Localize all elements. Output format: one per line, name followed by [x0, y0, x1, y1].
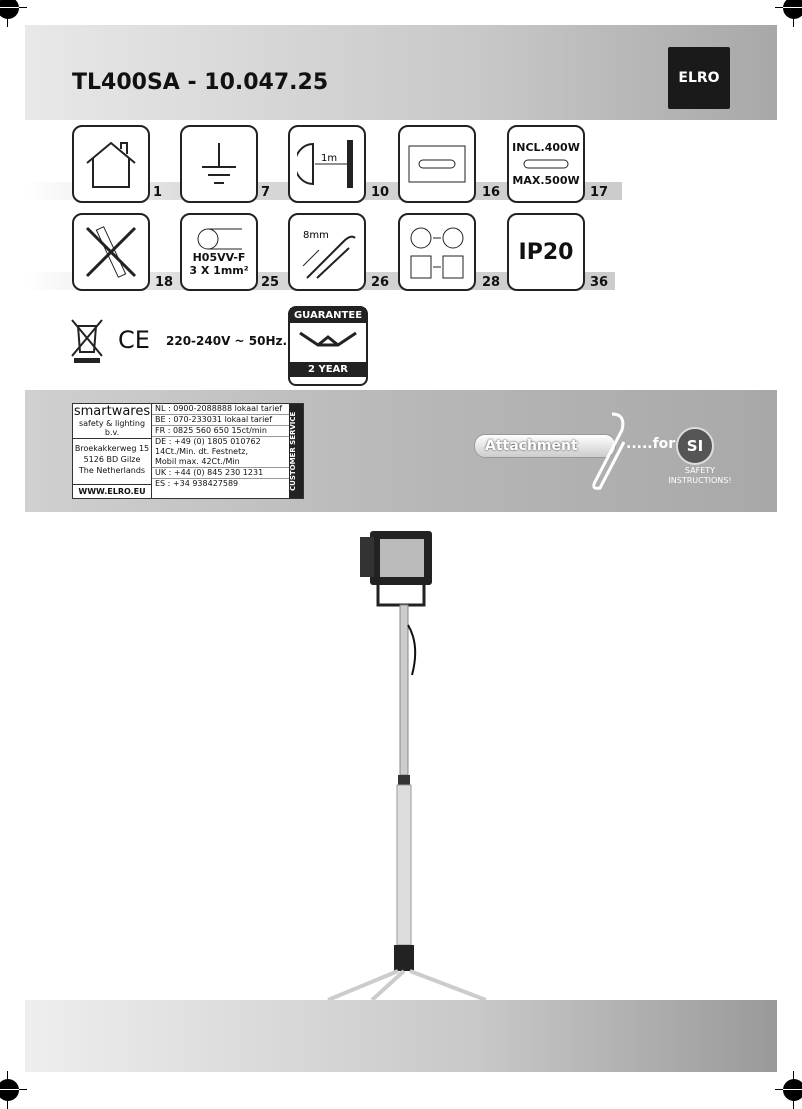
ce-mark: CE — [118, 326, 150, 354]
address-line: The Netherlands — [78, 466, 146, 475]
registration-mark — [775, 0, 802, 27]
icon-number: 25 — [261, 275, 280, 290]
halogen-tube-icon — [398, 125, 476, 203]
handshake-icon — [299, 331, 357, 347]
replace-glass-icon — [398, 213, 476, 291]
website-link[interactable]: WWW.ELRO.EU — [78, 487, 146, 496]
icon-number: 26 — [371, 275, 390, 290]
svg-text:8mm: 8mm — [303, 230, 329, 241]
cable-icon: H05VV-F 3 X 1mm² — [180, 213, 258, 291]
address-line: 5126 BD Gilze — [83, 455, 141, 464]
guarantee-years: 2 YEAR — [290, 362, 366, 377]
cable-type: H05VV-F — [192, 251, 246, 264]
cable-size: 3 X 1mm² — [189, 264, 249, 277]
product-title: TL400SA - 10.047.25 — [72, 70, 329, 95]
icon-number: 36 — [590, 275, 609, 290]
customer-service-label: CUSTOMER SERVICE — [289, 404, 303, 498]
icon-number: 18 — [155, 275, 174, 290]
footer-band — [25, 1000, 777, 1072]
brand-sub: safety & lighting b.v. — [78, 419, 146, 437]
phone-fr: FR : 0825 560 650 15ct/min — [152, 426, 289, 437]
icon-number: 1 — [153, 185, 163, 200]
icon-number: 28 — [482, 275, 501, 290]
phone-be: BE : 070-233031 lokaal tarief — [152, 415, 289, 426]
icon-number: 17 — [590, 185, 609, 200]
svg-text:1m: 1m — [321, 153, 337, 164]
phone-uk: UK : +44 (0) 845 230 1231 — [152, 468, 289, 479]
floodlight-tripod-image — [327, 531, 487, 1002]
address-line: Broekakkerweg 15 — [74, 444, 150, 453]
ip-rating-icon: IP20 — [507, 213, 585, 291]
registration-mark — [775, 1071, 802, 1109]
no-touch-bulb-icon — [72, 213, 150, 291]
earth-ground-icon — [180, 125, 258, 203]
distance-icon: 1m — [288, 125, 366, 203]
brand-name: smartwares — [73, 404, 151, 419]
voltage-text: 220-240V ~ 50Hz. — [166, 334, 288, 348]
registration-mark — [0, 0, 27, 27]
indoor-use-icon — [72, 125, 150, 203]
header-band — [25, 25, 777, 120]
elro-logo: ELRO — [668, 47, 730, 109]
guarantee-label: GUARANTEE — [290, 308, 366, 323]
si-badge: SI — [676, 427, 714, 465]
phone-de: DE : +49 (0) 1805 010762 14Ct./Min. dt. … — [152, 437, 289, 468]
icon-number: 7 — [261, 185, 271, 200]
wattage-icon: INCL.400W MAX.500W — [507, 125, 585, 203]
attachment-pill: Attachment — [474, 434, 616, 458]
guarantee-badge: GUARANTEE 2 YEAR — [288, 306, 368, 386]
cable-diameter-icon: 8mm — [288, 213, 366, 291]
paperclip-icon — [592, 412, 626, 490]
registration-mark — [0, 1071, 27, 1109]
icon-number: 10 — [371, 185, 390, 200]
weee-bin-icon — [71, 319, 103, 363]
for-text: .....for — [626, 436, 676, 452]
phone-nl: NL : 0900-2088888 lokaal tarief — [152, 404, 289, 415]
phone-es: ES : +34 938427589 — [155, 479, 239, 488]
wattage-incl: INCL.400W — [512, 141, 580, 154]
icon-number: 16 — [482, 185, 501, 200]
wattage-max: MAX.500W — [512, 174, 580, 187]
